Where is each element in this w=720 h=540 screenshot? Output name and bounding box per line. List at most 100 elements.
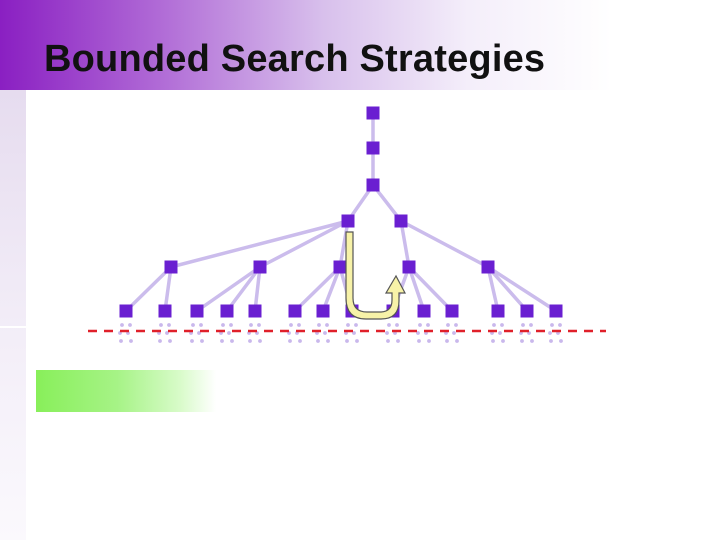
pruned-node: [168, 339, 172, 343]
pruned-node: [355, 339, 359, 343]
tree-node: [333, 260, 347, 274]
tree-node: [417, 304, 431, 318]
tree-node: [520, 304, 534, 318]
tree-node: [288, 304, 302, 318]
pruned-node: [165, 331, 169, 335]
pruned-node: [454, 323, 458, 327]
pruned-node: [426, 323, 430, 327]
pruned-node: [395, 323, 399, 327]
tree-node: [119, 304, 133, 318]
pruned-node: [220, 339, 224, 343]
tree-node: [366, 106, 380, 120]
tree-edge: [486, 265, 558, 313]
pruned-node: [550, 323, 554, 327]
accent-green-bar: [36, 370, 216, 412]
pruned-node: [289, 323, 293, 327]
pruned-node: [529, 323, 533, 327]
pruned-node: [221, 323, 225, 327]
tree-edge: [293, 265, 342, 313]
pruned-node: [249, 323, 253, 327]
tree-edge: [124, 265, 173, 313]
tree-node: [394, 214, 408, 228]
pruned-node: [248, 339, 252, 343]
pruned-node: [288, 339, 292, 343]
tree-nodes: [119, 106, 563, 318]
tree-edge: [407, 265, 426, 313]
pruned-node: [229, 323, 233, 327]
tree-edge: [169, 219, 350, 269]
pruned-node: [316, 339, 320, 343]
pruned-node: [386, 339, 390, 343]
tree-node: [253, 260, 267, 274]
pruned-node: [199, 323, 203, 327]
pruned-node: [159, 323, 163, 327]
tree-edge: [253, 265, 262, 313]
tree-edge: [225, 265, 262, 313]
pruned-node: [167, 323, 171, 327]
tree-edge: [163, 265, 173, 313]
pruned-node: [158, 339, 162, 343]
pruned-node: [258, 339, 262, 343]
tree-edge: [195, 265, 262, 313]
tree-edges: [124, 111, 558, 313]
pruned-node: [492, 323, 496, 327]
pruned-node: [385, 331, 389, 335]
pruned-node: [520, 339, 524, 343]
pruned-node: [445, 339, 449, 343]
tree-edge: [258, 219, 350, 269]
tree-node: [402, 260, 416, 274]
tree-node: [248, 304, 262, 318]
pruned-node: [455, 339, 459, 343]
tree-node: [549, 304, 563, 318]
pruned-node: [530, 339, 534, 343]
pruned-node: [548, 331, 552, 335]
tree-edge: [486, 265, 529, 313]
pruned-node: [326, 339, 330, 343]
pruned-node: [120, 323, 124, 327]
pruned-node: [323, 331, 327, 335]
pruned-node: [521, 323, 525, 327]
tree-node: [158, 304, 172, 318]
pruned-node: [500, 323, 504, 327]
pruned-node: [227, 331, 231, 335]
pruned-node: [298, 339, 302, 343]
pruned-node: [191, 323, 195, 327]
pruned-node: [446, 323, 450, 327]
tree-node: [445, 304, 459, 318]
tree-node: [316, 304, 330, 318]
tree-edge: [407, 265, 454, 313]
pruned-node: [346, 323, 350, 327]
pruned-node: [128, 323, 132, 327]
pruned-node: [352, 331, 356, 335]
tree-edge: [399, 219, 490, 269]
tree-node: [190, 304, 204, 318]
pruned-node: [325, 323, 329, 327]
title-bar: [0, 0, 720, 90]
pruned-nodes-below-bound: [118, 323, 563, 343]
pruned-node: [200, 339, 204, 343]
tree-edge: [399, 219, 411, 269]
pruned-node: [129, 339, 133, 343]
pruned-node: [197, 331, 201, 335]
pruned-node: [427, 339, 431, 343]
pruned-node: [558, 323, 562, 327]
pruned-node: [387, 323, 391, 327]
pruned-node: [317, 323, 321, 327]
tree-node: [164, 260, 178, 274]
pruned-node: [119, 339, 123, 343]
left-decorative-rail: [0, 90, 26, 540]
tree-edge: [486, 265, 500, 313]
pruned-node: [416, 331, 420, 335]
pruned-node: [501, 339, 505, 343]
tree-edge: [338, 219, 350, 269]
pruned-node: [190, 339, 194, 343]
pruned-node: [230, 339, 234, 343]
tree-edge: [321, 265, 342, 313]
tree-node: [220, 304, 234, 318]
slide-title: Bounded Search Strategies: [44, 38, 546, 80]
pruned-node: [418, 323, 422, 327]
pruned-node: [297, 323, 301, 327]
pruned-node: [354, 323, 358, 327]
tree-node: [366, 178, 380, 192]
